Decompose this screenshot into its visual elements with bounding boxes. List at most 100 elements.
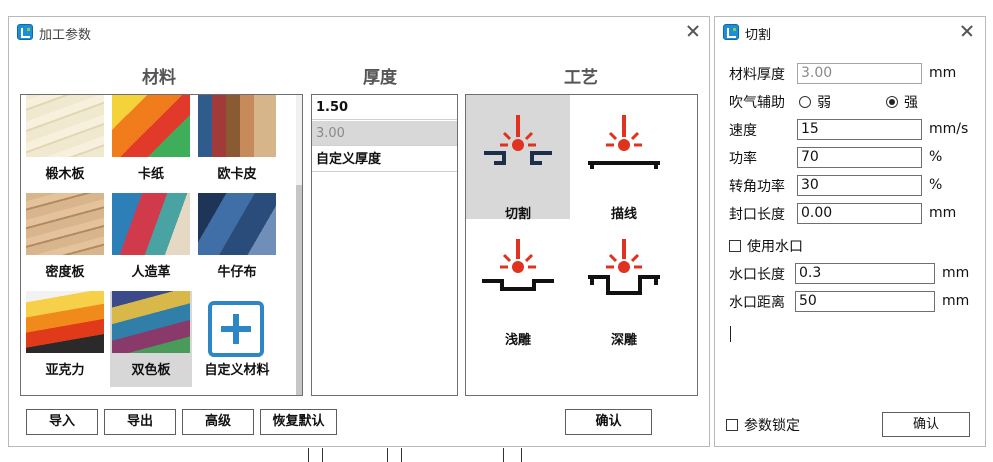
materials-panel: 椴木板 卡纸 欧卡皮 密度板 人造革 牛仔布 亚克力 双色板 xyxy=(20,94,303,396)
artificial-leather-image xyxy=(112,193,190,255)
decor-tick xyxy=(521,448,522,462)
material-basswood[interactable]: 椴木板 xyxy=(24,95,106,191)
material-label: 牛仔布 xyxy=(217,265,257,280)
process-title: 工艺 xyxy=(564,68,598,88)
material-label: 欧卡皮 xyxy=(217,167,257,182)
processing-params-window: 加工参数 材料 厚度 工艺 椴木板 卡纸 欧卡皮 密度板 人造革 牛仔布 xyxy=(8,16,710,447)
material-denim[interactable]: 牛仔布 xyxy=(196,193,278,289)
cut-settings-window: 切割 材料厚度 3.00 mm 吹气辅助 弱 强 速度 15 mm/s 功率 7… xyxy=(714,16,986,447)
process-panel: 切割 描线 浅雕 xyxy=(465,94,698,396)
gate-distance-field[interactable]: 50 xyxy=(795,291,935,312)
air-assist-label: 吹气辅助 xyxy=(729,95,785,111)
gate-length-field[interactable]: 0.3 xyxy=(795,263,935,284)
app-logo-icon xyxy=(723,24,739,40)
param-lock-label: 参数锁定 xyxy=(744,418,800,434)
air-assist-weak-label: 弱 xyxy=(817,95,831,111)
gate-distance-label: 水口距离 xyxy=(729,295,785,311)
material-label: 卡纸 xyxy=(137,167,164,182)
custom-material-plus-icon xyxy=(208,301,264,357)
close-icon[interactable] xyxy=(681,19,705,43)
material-thickness-label: 材料厚度 xyxy=(729,67,785,83)
text-caret xyxy=(730,326,731,342)
mdf-image xyxy=(26,193,104,255)
process-label: 切割 xyxy=(504,207,531,222)
thickness-title: 厚度 xyxy=(363,68,397,88)
gate-length-unit: mm xyxy=(942,265,970,281)
material-acrylic[interactable]: 亚克力 xyxy=(24,291,106,387)
import-button[interactable]: 导入 xyxy=(26,409,98,435)
app-logo-icon xyxy=(17,24,33,40)
material-leather[interactable]: 欧卡皮 xyxy=(196,95,278,191)
material-cardstock[interactable]: 卡纸 xyxy=(110,95,192,191)
laser-shallow-engrave-icon xyxy=(482,239,554,291)
material-two-color-board[interactable]: 双色板 xyxy=(110,291,192,387)
process-line[interactable]: 描线 xyxy=(572,95,676,222)
thickness-option-custom[interactable]: 自定义厚度 xyxy=(312,147,457,172)
material-label: 双色板 xyxy=(131,363,171,378)
decor-tick xyxy=(308,448,309,462)
material-label: 密度板 xyxy=(45,265,85,280)
corner-power-field[interactable]: 30 xyxy=(797,175,922,196)
two-color-board-image xyxy=(112,291,190,353)
process-label: 深雕 xyxy=(610,333,637,348)
title-bar: 加工参数 xyxy=(9,17,709,47)
material-label: 人造革 xyxy=(131,265,171,280)
power-label: 功率 xyxy=(729,151,757,167)
process-cut[interactable]: 切割 xyxy=(466,95,570,222)
acrylic-image xyxy=(26,291,104,353)
material-thickness-unit: mm xyxy=(929,65,957,81)
use-gate-checkbox[interactable] xyxy=(729,240,741,252)
thickness-panel: 1.50 3.00 自定义厚度 xyxy=(311,94,458,396)
materials-scrollbar-thumb[interactable] xyxy=(296,185,302,395)
decor-tick xyxy=(401,448,402,462)
window-title: 加工参数 xyxy=(39,28,92,43)
decor-tick xyxy=(322,448,323,462)
leather-image xyxy=(198,95,276,157)
denim-image xyxy=(198,193,276,255)
process-label: 描线 xyxy=(610,207,637,222)
gate-distance-unit: mm xyxy=(942,293,970,309)
gate-length-label: 水口长度 xyxy=(729,267,785,283)
material-label: 亚克力 xyxy=(45,363,85,378)
title-bar: 切割 xyxy=(715,17,985,47)
cardstock-image xyxy=(112,95,190,157)
seal-length-field[interactable]: 0.00 xyxy=(797,203,922,224)
confirm-button[interactable]: 确认 xyxy=(565,409,652,435)
laser-cut-icon xyxy=(484,115,552,165)
air-assist-strong-radio[interactable] xyxy=(886,96,898,108)
cut-confirm-button[interactable]: 确认 xyxy=(882,412,970,437)
use-gate-label: 使用水口 xyxy=(747,239,803,255)
speed-unit: mm/s xyxy=(929,121,969,137)
corner-power-unit: % xyxy=(929,177,943,193)
process-shallow-engrave[interactable]: 浅雕 xyxy=(466,221,570,348)
material-label: 椴木板 xyxy=(45,167,85,182)
power-field[interactable]: 70 xyxy=(797,147,922,168)
process-deep-engrave[interactable]: 深雕 xyxy=(572,221,676,348)
material-mdf[interactable]: 密度板 xyxy=(24,193,106,289)
power-unit: % xyxy=(929,149,943,165)
speed-label: 速度 xyxy=(729,123,757,139)
thickness-option-1-50[interactable]: 1.50 xyxy=(312,95,457,120)
materials-title: 材料 xyxy=(142,68,176,88)
process-label: 浅雕 xyxy=(504,333,531,348)
restore-defaults-button[interactable]: 恢复默认 xyxy=(260,409,337,435)
export-button[interactable]: 导出 xyxy=(104,409,176,435)
laser-deep-engrave-icon xyxy=(588,239,660,295)
seal-length-unit: mm xyxy=(929,205,957,221)
speed-field[interactable]: 15 xyxy=(797,119,922,140)
decor-tick xyxy=(503,448,504,462)
decor-tick xyxy=(387,448,388,462)
material-custom[interactable]: 自定义材料 xyxy=(196,291,278,387)
material-artificial-leather[interactable]: 人造革 xyxy=(110,193,192,289)
window-title: 切割 xyxy=(745,28,772,43)
material-thickness-field: 3.00 xyxy=(797,63,922,84)
param-lock-checkbox[interactable] xyxy=(726,419,738,431)
laser-line-icon xyxy=(588,115,660,169)
advanced-button[interactable]: 高级 xyxy=(182,409,254,435)
close-icon[interactable] xyxy=(955,19,979,43)
thickness-option-3-00[interactable]: 3.00 xyxy=(312,121,457,146)
basswood-image xyxy=(26,95,104,157)
seal-length-label: 封口长度 xyxy=(729,207,785,223)
air-assist-weak-radio[interactable] xyxy=(799,96,811,108)
air-assist-strong-label: 强 xyxy=(904,95,918,111)
